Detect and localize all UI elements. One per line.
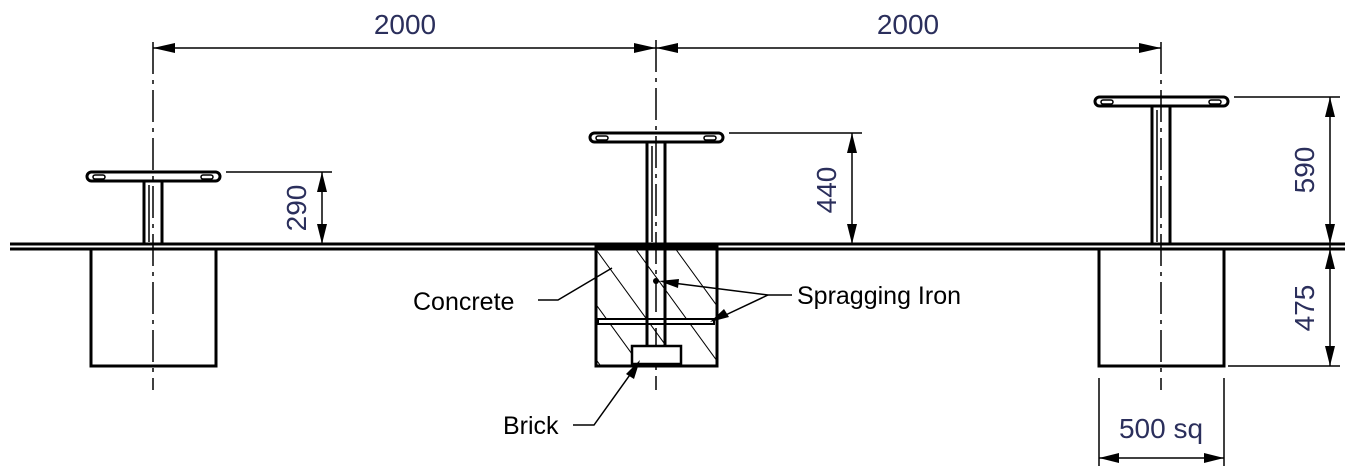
dim-footing-width: 500 sq [1119, 413, 1203, 444]
dim-290-group: 290 [226, 171, 332, 244]
dim-footing-width-group: 500 sq [1098, 378, 1225, 466]
dim-depth: 475 [1289, 285, 1320, 332]
brick [630, 344, 683, 366]
dim-440-group: 440 [729, 132, 862, 244]
middle-footing [594, 245, 719, 368]
spragging-iron-bar [597, 318, 715, 325]
label-spragging-iron: Spragging Iron [797, 282, 961, 310]
left-post [85, 170, 222, 244]
dim-height-tall: 590 [1289, 147, 1320, 194]
dim-span-left: 2000 [374, 9, 436, 40]
middle-post [588, 131, 725, 244]
spragging-iron-callout: Spragging Iron [653, 278, 961, 322]
concrete-callout: Concrete [413, 267, 613, 316]
dim-590-475-group: 590 475 [1228, 96, 1340, 367]
label-concrete: Concrete [413, 288, 514, 316]
dim-height-short: 290 [281, 185, 312, 232]
top-dimensions: 2000 2000 [153, 9, 1161, 53]
right-post [1093, 95, 1230, 244]
dim-height-mid: 440 [811, 167, 842, 214]
brick-callout: Brick [503, 360, 640, 440]
right-footing [1097, 247, 1226, 368]
concrete-hatch [596, 247, 717, 366]
dim-span-right: 2000 [877, 9, 939, 40]
label-brick: Brick [503, 412, 559, 440]
left-footing [89, 247, 218, 368]
